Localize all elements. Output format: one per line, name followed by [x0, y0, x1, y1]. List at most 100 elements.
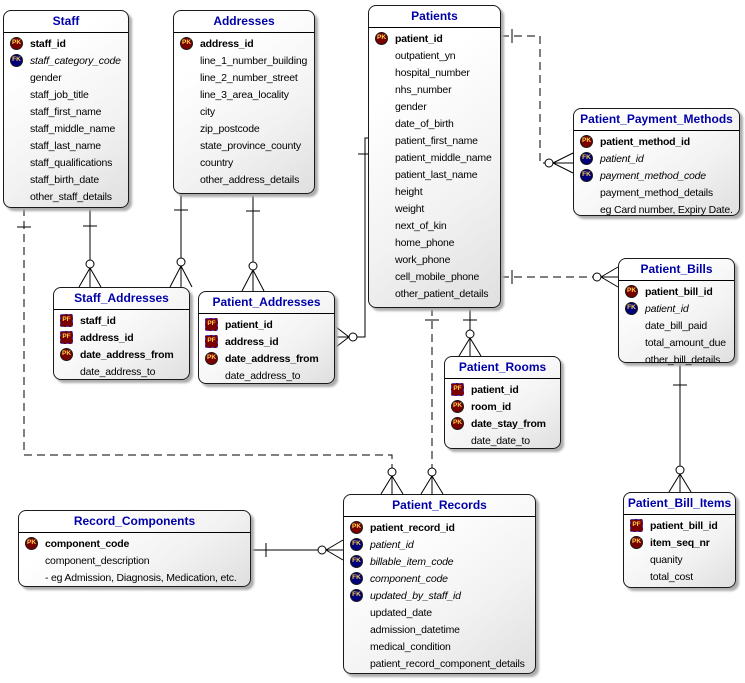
- attribute-label: patient_record_component_details: [370, 657, 525, 670]
- attribute-label: updated_by_staff_id: [370, 589, 461, 602]
- entity-title: Patient_Records: [344, 495, 535, 517]
- attribute-row: height: [369, 183, 500, 200]
- fk-key-icon: FK: [350, 589, 363, 602]
- attribute-row: PK room_id: [445, 398, 560, 415]
- attribute-label: date_bill_paid: [645, 319, 708, 332]
- attribute-row: home_phone: [369, 234, 500, 251]
- attribute-row: staff_first_name: [4, 103, 128, 120]
- relationship-addresses-patient_addresses-crowsfoot: [241, 269, 254, 292]
- attribute-label: gender: [30, 71, 62, 84]
- attribute-label: zip_postcode: [200, 122, 260, 135]
- relationship-record_components-patient_records-crowsfoot: [325, 539, 344, 551]
- relationship-patients-patient_addresses[interactable]: [357, 137, 368, 338]
- fk-key-icon: FK: [350, 538, 363, 551]
- attribute-row: FK updated_by_staff_id: [344, 587, 535, 604]
- entity-title: Addresses: [174, 11, 314, 33]
- attribute-row: date_date_to: [445, 432, 560, 449]
- attribute-label: patient_id: [225, 318, 273, 331]
- attribute-row: state_province_county: [174, 137, 314, 154]
- attribute-label: height: [395, 185, 423, 198]
- relationship-patients-patient_bills-crowsfoot: [600, 266, 619, 278]
- fk-key-icon: FK: [350, 555, 363, 568]
- attribute-label: patient_id: [600, 152, 644, 165]
- relationship-patients-patient_bills-crowsfoot: [600, 276, 619, 288]
- attribute-row: staff_last_name: [4, 137, 128, 154]
- pk-key-icon: PK: [580, 135, 593, 148]
- attribute-label: total_cost: [650, 570, 693, 583]
- attribute-label: gender: [395, 100, 427, 113]
- attribute-label: date_address_to: [225, 369, 301, 382]
- attribute-label: other_bill_details: [645, 353, 721, 366]
- pk-key-icon: PK: [25, 537, 38, 550]
- relationship-patients-patient_addresses-zero-circle: [348, 332, 358, 342]
- attribute-label: date_stay_from: [471, 417, 546, 430]
- attribute-row: payment_method_details: [574, 184, 739, 201]
- entity-title: Record_Components: [19, 511, 250, 533]
- attribute-label: address_id: [225, 335, 279, 348]
- attribute-row: gender: [4, 69, 128, 86]
- attribute-label: patient_id: [645, 302, 689, 315]
- attribute-label: country: [200, 156, 234, 169]
- fk-key-icon: FK: [580, 152, 593, 165]
- relationship-patients-patient_records-crowsfoot: [431, 475, 444, 495]
- attribute-row: line_3_area_locality: [174, 86, 314, 103]
- relationship-staff-staff_addresses-crowsfoot: [89, 267, 102, 288]
- attribute-row: patient_middle_name: [369, 149, 500, 166]
- fk-key-icon: FK: [10, 54, 23, 67]
- attribute-row: quanity: [624, 551, 735, 568]
- relationship-patients-patient_rooms-crowsfoot: [469, 337, 482, 357]
- attribute-row: medical_condition: [344, 638, 535, 655]
- attribute-label: item_seq_nr: [650, 536, 710, 549]
- relationship-patient_bills-patient_bill_items-zero-circle: [675, 465, 685, 475]
- relationship-patients-patient_payment_methods[interactable]: [501, 35, 545, 164]
- attribute-row: other_staff_details: [4, 188, 128, 205]
- attribute-row: date_address_to: [54, 363, 189, 380]
- attribute-label: date_of_birth: [395, 117, 454, 130]
- relationship-staff-staff_addresses-crowsfoot: [78, 267, 91, 288]
- attribute-row: other_address_details: [174, 171, 314, 188]
- attribute-label: room_id: [471, 400, 512, 413]
- attribute-row: component_description: [19, 552, 250, 569]
- attribute-label: city: [200, 105, 215, 118]
- entity-title: Patient_Bill_Items: [624, 493, 735, 515]
- attribute-label: patient_id: [370, 538, 414, 551]
- relationship-staff-patient_records-crowsfoot: [391, 475, 404, 495]
- attribute-label: admission_datetime: [370, 623, 460, 636]
- attribute-label: staff_id: [80, 314, 116, 327]
- pf-key-icon: PF: [451, 383, 464, 396]
- attribute-label: staff_middle_name: [30, 122, 116, 135]
- entity-title: Patient_Bills: [619, 259, 734, 281]
- attribute-label: next_of_kin: [395, 219, 447, 232]
- attribute-row: staff_birth_date: [4, 171, 128, 188]
- attribute-row: nhs_number: [369, 81, 500, 98]
- relationship-staff-patient_records[interactable]: [23, 208, 393, 468]
- relationship-patients-patient_records-zero-circle: [427, 467, 437, 477]
- entity-title: Patient_Payment_Methods: [574, 109, 739, 131]
- relationship-patients-patient_payment_methods-zero-circle: [544, 158, 554, 168]
- attribute-label: work_phone: [395, 253, 451, 266]
- pk-key-icon: PK: [451, 400, 464, 413]
